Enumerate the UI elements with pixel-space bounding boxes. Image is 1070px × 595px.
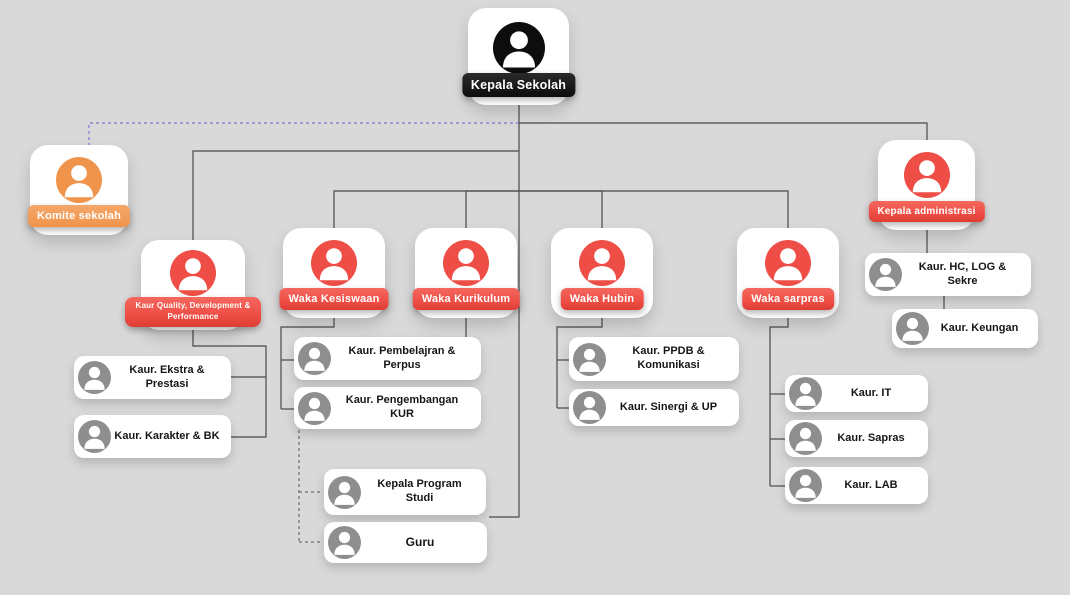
node-label-badge: Waka Kurikulum xyxy=(412,288,520,310)
leaf-label: Guru xyxy=(405,535,435,549)
leaf-kaur-sapras[interactable]: Kaur. Sapras xyxy=(785,420,928,457)
connector-line xyxy=(280,318,335,409)
person-avatar-icon xyxy=(298,391,331,425)
node-kaur-quality[interactable]: Kaur Quality, Development & Performance xyxy=(125,240,261,330)
node-label-badge: Komite sekolah xyxy=(27,205,131,227)
connector-line xyxy=(333,190,519,228)
person-avatar-icon xyxy=(789,422,822,455)
leaf-label: Kaur. PPDB & Komunikasi xyxy=(632,345,705,371)
person-avatar-icon xyxy=(869,258,902,291)
person-avatar-icon xyxy=(765,240,811,286)
person-avatar-icon xyxy=(492,22,545,74)
leaf-label: Kaur. Karakter & BK xyxy=(114,429,220,442)
leaf-kaur-lab[interactable]: Kaur. LAB xyxy=(785,467,928,504)
person-avatar-icon xyxy=(903,152,950,198)
node-waka-sarpras[interactable]: Waka sarpras xyxy=(737,228,839,318)
leaf-kepala-program-studi[interactable]: Kepala Program Studi xyxy=(324,469,486,515)
person-avatar-icon xyxy=(573,342,606,376)
connector-line xyxy=(519,122,928,140)
leaf-kaur-karakter[interactable]: Kaur. Karakter & BK xyxy=(74,415,231,458)
advisory-connector-line xyxy=(88,122,519,145)
person-avatar-icon xyxy=(56,157,102,203)
connector-line xyxy=(192,330,267,438)
connector-line xyxy=(519,190,603,228)
connector-line xyxy=(769,318,789,486)
connector-line xyxy=(465,190,519,228)
person-avatar-icon xyxy=(78,361,111,394)
leaf-label: Kaur. Ekstra & Prestasi xyxy=(129,363,205,390)
leaf-guru[interactable]: Guru xyxy=(324,522,487,563)
node-kepala-administrasi[interactable]: Kepala administrasi xyxy=(868,140,985,230)
leaf-kaur-ppdb[interactable]: Kaur. PPDB & Komunikasi xyxy=(569,337,739,381)
person-avatar-icon xyxy=(896,312,929,345)
person-avatar-icon xyxy=(443,240,489,286)
person-avatar-icon xyxy=(328,475,361,509)
leaf-label: Kaur. HC, LOG & Sekre xyxy=(918,260,1007,287)
connector-line xyxy=(519,190,789,228)
connector-line xyxy=(192,150,519,240)
leaf-label: Kaur. Pembelajran & Perpus xyxy=(348,344,456,371)
connector-line xyxy=(489,105,520,518)
node-label-badge: Waka Kesiswaan xyxy=(279,288,389,310)
person-avatar-icon xyxy=(170,250,216,296)
leaf-kaur-pengembangan[interactable]: Kaur. Pengembangan KUR xyxy=(294,387,481,429)
leaf-kaur-sinergi[interactable]: Kaur. Sinergi & UP xyxy=(569,389,739,426)
leaf-kaur-keungan[interactable]: Kaur. Keungan xyxy=(892,309,1038,348)
leaf-kaur-pembelajran[interactable]: Kaur. Pembelajran & Perpus xyxy=(294,337,481,380)
node-waka-kurikulum[interactable]: Waka Kurikulum xyxy=(412,228,520,318)
node-kepala-sekolah[interactable]: Kepala Sekolah xyxy=(461,8,576,105)
person-avatar-icon xyxy=(573,391,606,424)
leaf-kaur-hc[interactable]: Kaur. HC, LOG & Sekre xyxy=(865,253,1031,296)
leaf-label: Kaur. LAB xyxy=(844,478,898,491)
person-avatar-icon xyxy=(789,377,822,410)
connector-line xyxy=(556,318,603,408)
node-waka-kesiswaan[interactable]: Waka Kesiswaan xyxy=(279,228,389,318)
leaf-label: Kepala Program Studi xyxy=(377,478,462,504)
node-label-badge: Kepala Sekolah xyxy=(461,73,576,97)
node-label-badge: Waka Hubin xyxy=(560,288,644,310)
node-label-badge: Waka sarpras xyxy=(742,288,834,310)
leaf-label: Kaur. Keungan xyxy=(940,321,1019,334)
leaf-label: Kaur. IT xyxy=(850,386,892,399)
leaf-kaur-ekstra[interactable]: Kaur. Ekstra & Prestasi xyxy=(74,356,231,399)
person-avatar-icon xyxy=(78,420,111,453)
leaf-kaur-it[interactable]: Kaur. IT xyxy=(785,375,928,412)
node-komite-sekolah[interactable]: Komite sekolah xyxy=(27,145,131,235)
person-avatar-icon xyxy=(311,240,357,286)
leaf-label: Kaur. Sapras xyxy=(837,431,905,444)
person-avatar-icon xyxy=(328,526,361,559)
leaf-label: Kaur. Pengembangan KUR xyxy=(345,394,459,420)
person-avatar-icon xyxy=(789,469,822,502)
node-label-badge: Kepala administrasi xyxy=(868,201,985,222)
node-label-badge: Kaur Quality, Development & Performance xyxy=(125,297,261,327)
node-waka-hubin[interactable]: Waka Hubin xyxy=(551,228,653,318)
leaf-label: Kaur. Sinergi & UP xyxy=(619,400,718,413)
person-avatar-icon xyxy=(298,342,331,375)
person-avatar-icon xyxy=(579,240,625,286)
